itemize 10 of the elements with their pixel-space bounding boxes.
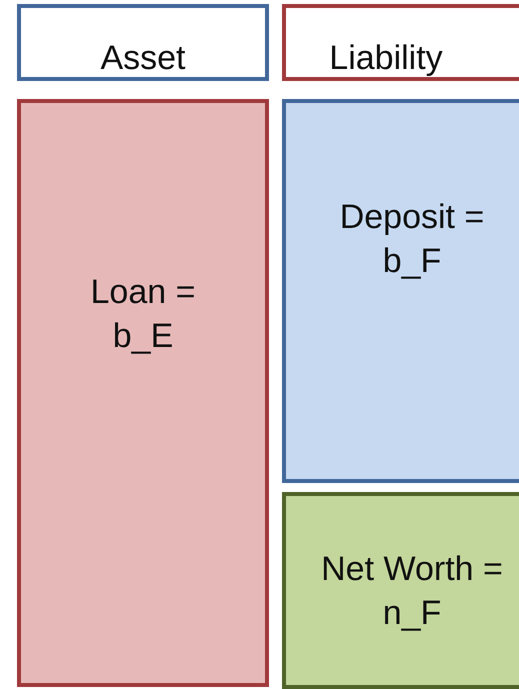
header-box bbox=[282, 4, 519, 81]
box-label: Deposit = b_F bbox=[338, 196, 486, 282]
asset-block bbox=[17, 99, 269, 687]
liability-block bbox=[282, 99, 519, 483]
box-label: Net Worth = n_F bbox=[320, 548, 504, 634]
box-label: Loan = b_E bbox=[90, 272, 196, 357]
header-box bbox=[17, 4, 269, 81]
equity-block bbox=[282, 492, 519, 689]
box-label: Liability bbox=[328, 38, 444, 79]
box-label: Asset bbox=[99, 38, 187, 79]
